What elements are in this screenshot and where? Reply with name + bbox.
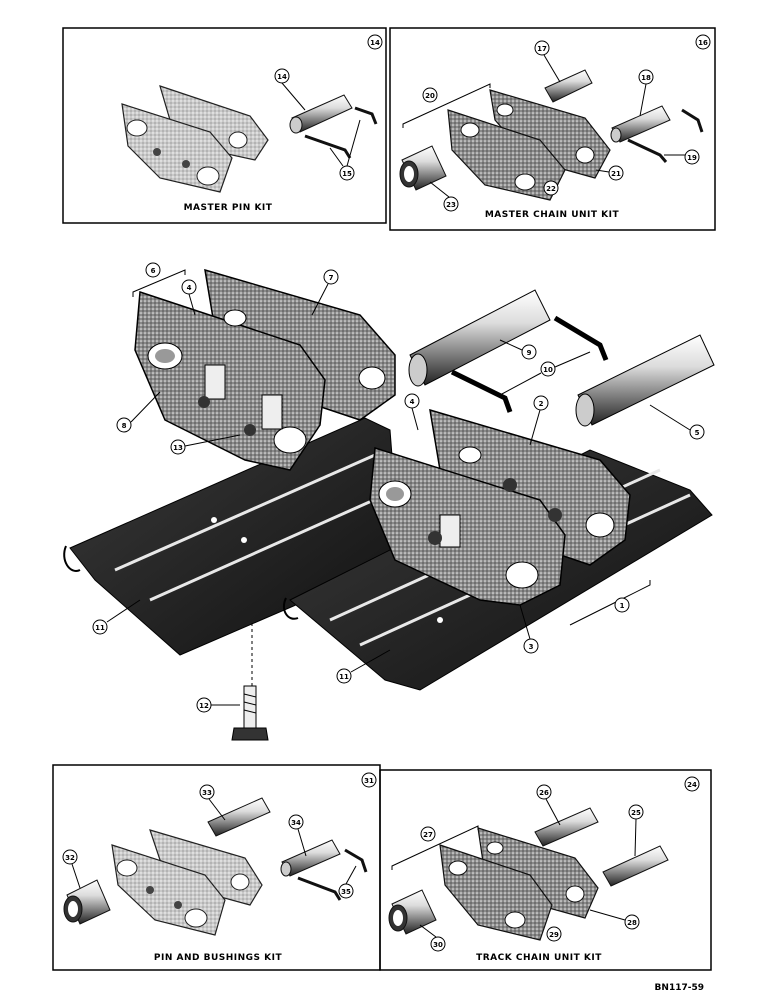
callout-32: 32 bbox=[65, 854, 75, 862]
pin-clips-10 bbox=[450, 315, 609, 413]
master-pin-drawing bbox=[289, 94, 353, 134]
pin-bushings-pin-34 bbox=[280, 839, 341, 877]
reference-code: BN117-59 bbox=[655, 983, 704, 993]
callout-22: 22 bbox=[546, 185, 556, 193]
callout-35: 35 bbox=[341, 888, 351, 896]
callout-3: 3 bbox=[529, 643, 534, 651]
master-pin-link-drawing bbox=[121, 85, 269, 193]
track-chain-unit-kit-frame bbox=[379, 769, 712, 971]
shoe-bolt-12 bbox=[231, 685, 269, 741]
callout-11a: 11 bbox=[95, 624, 105, 632]
callout-34: 34 bbox=[291, 819, 301, 827]
master-chain-link-drawing bbox=[447, 89, 611, 201]
pin-bushings-clips bbox=[297, 848, 368, 901]
callout-30: 30 bbox=[433, 941, 443, 949]
master-chain-pin-17 bbox=[544, 69, 593, 103]
callout-23: 23 bbox=[446, 201, 456, 209]
main-callouts: 6 4 7 8 13 9 10 4 2 5 1 3 bbox=[92, 262, 705, 713]
track-chain-bushing-30 bbox=[388, 889, 437, 935]
track-chain-pin-25 bbox=[602, 845, 669, 887]
callout-7: 7 bbox=[329, 274, 334, 282]
master-chain-bushing-23 bbox=[399, 145, 447, 191]
callout-1: 1 bbox=[620, 602, 625, 610]
pin-bushings-bushing-32 bbox=[63, 879, 111, 925]
bottom-kit-panels bbox=[52, 764, 712, 971]
callout-track-chain-kit-number: 24 bbox=[687, 781, 697, 789]
pin-and-bushings-kit-label: PIN AND BUSHINGS KIT bbox=[154, 953, 283, 963]
callout-28: 28 bbox=[627, 919, 637, 927]
master-chain-unit-kit-label: MASTER CHAIN UNIT KIT bbox=[485, 210, 620, 220]
pin-bushings-pin-33 bbox=[207, 797, 271, 837]
callout-20: 20 bbox=[425, 92, 435, 100]
track-chain-pin-26 bbox=[534, 807, 599, 847]
master-chain-pin-18 bbox=[610, 105, 671, 143]
callout-9: 9 bbox=[527, 349, 532, 357]
callout-27: 27 bbox=[423, 831, 433, 839]
callout-33: 33 bbox=[202, 789, 212, 797]
master-pin-kit-label: MASTER PIN KIT bbox=[184, 203, 273, 213]
callout-12: 12 bbox=[199, 702, 209, 710]
callout-4a: 4 bbox=[187, 284, 192, 292]
callout-14: 14 bbox=[277, 73, 287, 81]
top-kit-panels bbox=[62, 27, 716, 231]
callout-18: 18 bbox=[641, 74, 651, 82]
track-chain-unit-kit-label: TRACK CHAIN UNIT KIT bbox=[476, 953, 602, 963]
master-pin-kit-frame bbox=[62, 27, 387, 224]
callout-master-pin-kit-number: 14 bbox=[370, 39, 380, 47]
callout-11b: 11 bbox=[339, 673, 349, 681]
callout-19: 19 bbox=[687, 154, 697, 162]
callout-10: 10 bbox=[543, 366, 553, 374]
chain-link-assembly-upper bbox=[134, 268, 396, 471]
track-shoe-left bbox=[63, 417, 401, 656]
callout-25: 25 bbox=[631, 809, 641, 817]
track-pin-9 bbox=[408, 289, 551, 387]
callout-21: 21 bbox=[611, 170, 621, 178]
track-chain-link-drawing bbox=[439, 827, 599, 941]
callout-2: 2 bbox=[539, 400, 544, 408]
pin-bushings-link-drawing bbox=[111, 829, 263, 936]
callout-6: 6 bbox=[151, 267, 156, 275]
callout-17: 17 bbox=[537, 45, 547, 53]
callout-26: 26 bbox=[539, 789, 549, 797]
master-pin-clips bbox=[304, 106, 378, 159]
callout-15: 15 bbox=[342, 170, 352, 178]
callout-5: 5 bbox=[695, 429, 700, 437]
callout-8: 8 bbox=[122, 422, 127, 430]
callout-pin-bushings-kit-number: 31 bbox=[364, 777, 374, 785]
callout-13: 13 bbox=[173, 444, 183, 452]
master-chain-unit-kit-frame bbox=[389, 27, 716, 231]
master-chain-clips bbox=[627, 108, 704, 163]
callout-29: 29 bbox=[549, 931, 559, 939]
chain-link-assembly-lower bbox=[369, 408, 631, 606]
callout-master-chain-kit-number: 16 bbox=[698, 39, 708, 47]
track-pin-5 bbox=[575, 334, 715, 427]
callout-4b: 4 bbox=[410, 398, 415, 406]
